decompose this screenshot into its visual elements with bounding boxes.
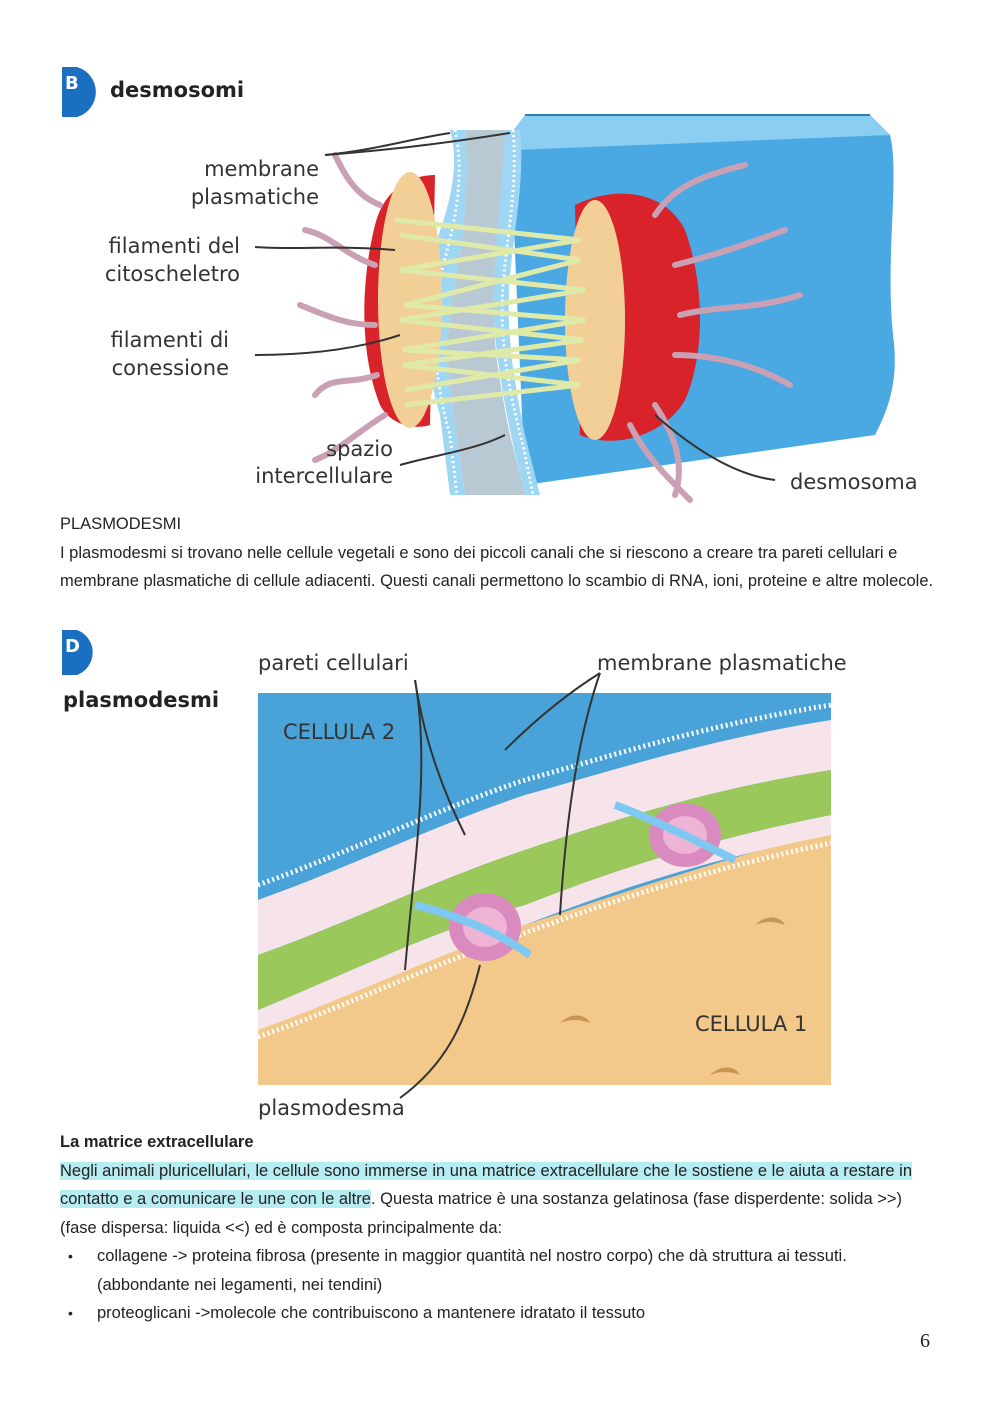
pd-leader-lines xyxy=(399,672,601,1099)
figure-badge-d: D xyxy=(62,630,93,675)
label-pareti-cellulari: pareti cellulari xyxy=(258,651,409,675)
plasmodesma-channels xyxy=(414,801,737,961)
desmosome-figure: B desmosomi xyxy=(55,55,935,510)
cytoskeleton-filaments xyxy=(297,152,803,503)
svg-text:D: D xyxy=(65,636,80,657)
right-membrane xyxy=(493,130,540,495)
cell-1-pits xyxy=(560,917,785,1075)
bullet-icon: • xyxy=(68,1305,73,1321)
plasmodesmata-illustration: D plasmodesmi xyxy=(62,630,847,1120)
cell-wall-lower xyxy=(258,815,831,1030)
label-cellula-2: CELLULA 2 xyxy=(283,720,395,744)
membrane-lower xyxy=(257,840,832,1040)
cell-1-area xyxy=(258,830,831,1085)
desmosome-illustration: B desmosomi xyxy=(62,67,918,503)
plasmodesmi-section: PLASMODESMI I plasmodesmi si trovano nel… xyxy=(60,510,940,596)
list-item: •proteoglicani ->molecole che contribuis… xyxy=(60,1299,940,1328)
matrix-paragraph: Negli animali pluricellulari, le cellule… xyxy=(60,1157,940,1243)
label-spazio-intercellulare: spazio xyxy=(326,437,393,461)
matrix-paragraph-rest: . Questa matrice è una sostanza gelatino… xyxy=(60,1190,903,1237)
label-membrane-plasmatiche: membrane xyxy=(204,157,319,181)
label-cellula-1: CELLULA 1 xyxy=(695,1012,807,1036)
figure-title-plasmodesmi: plasmodesmi xyxy=(63,688,219,712)
label-desmosoma: desmosoma xyxy=(790,470,918,494)
leader-lines xyxy=(254,132,776,481)
label-filamenti-conessione-2: conessione xyxy=(112,356,229,380)
svg-text:B: B xyxy=(65,73,79,94)
plasmodesmi-paragraph: I plasmodesmi si trovano nelle cellule v… xyxy=(60,543,934,591)
list-item: •collagene -> proteina fibrosa (presente… xyxy=(60,1242,940,1299)
label-filamenti-conessione: filamenti di xyxy=(110,328,229,352)
connecting-filaments xyxy=(394,217,586,408)
label-filamenti-citoscheletro-2: citoscheletro xyxy=(105,262,240,286)
page-number: 6 xyxy=(920,1330,930,1352)
label-membrane-plasmatiche-2: plasmatiche xyxy=(191,185,319,209)
figure-title-desmosomi: desmosomi xyxy=(110,78,244,102)
plasmodesmata-figure: D plasmodesmi xyxy=(55,625,935,1125)
bullet-icon: • xyxy=(68,1248,73,1264)
plasmodesmi-heading: PLASMODESMI xyxy=(60,515,182,533)
membrane-upper xyxy=(257,702,832,888)
matrix-bullet-list: •collagene -> proteina fibrosa (presente… xyxy=(60,1242,940,1328)
label-spazio-intercellulare-2: intercellulare xyxy=(255,464,393,488)
matrix-section: La matrice extracellulare Negli animali … xyxy=(60,1128,940,1328)
cell-wall-upper xyxy=(258,720,831,955)
figure-badge-b: B xyxy=(62,67,96,117)
label-plasmodesma: plasmodesma xyxy=(258,1096,405,1120)
label-filamenti-citoscheletro: filamenti del xyxy=(109,234,240,258)
matrix-heading: La matrice extracellulare xyxy=(60,1133,254,1151)
label-membrane-plasmatiche: membrane plasmatiche xyxy=(597,651,847,675)
